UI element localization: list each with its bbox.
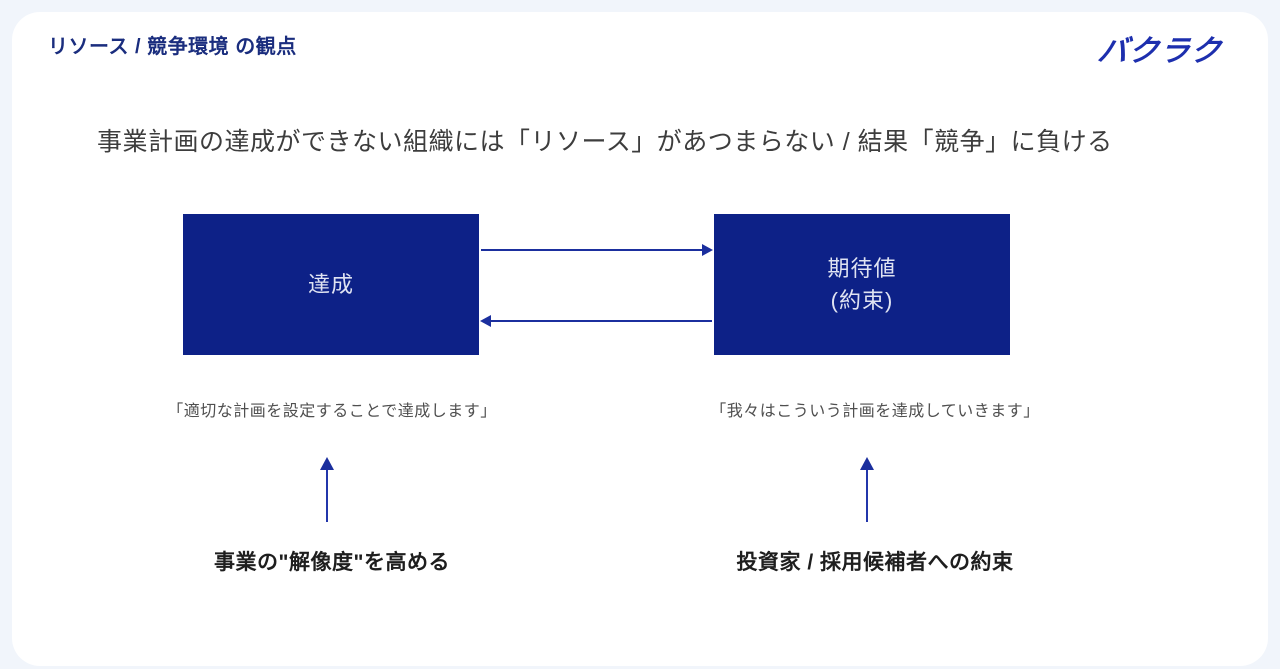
expectation-quote: 「我々はこういう計画を達成していきます」 xyxy=(710,403,1040,420)
slide-title: リソース / 競争環境 の観点 xyxy=(48,36,297,58)
achievement-box-label: 達成 xyxy=(307,271,354,297)
arrow-right-line xyxy=(481,249,704,251)
main-heading: 事業計画の達成ができない組織には「リソース」があつまらない / 結果「競争」に負… xyxy=(97,128,1113,156)
arrow-left-line xyxy=(490,320,712,322)
up-arrow-left-head-icon xyxy=(320,457,334,470)
bakuraku-logo: バクラク xyxy=(1095,35,1224,68)
achievement-box: 達成 xyxy=(183,214,479,355)
expectation-box: 期待値 (約束) xyxy=(714,214,1010,355)
arrow-right-head-icon xyxy=(702,244,713,256)
achievement-caption: 事業の"解像度"を高める xyxy=(214,551,450,574)
up-arrow-right-line xyxy=(866,469,868,522)
arrow-left-head-icon xyxy=(480,315,491,327)
expectation-caption: 投資家 / 採用候補者への約束 xyxy=(736,551,1014,574)
up-arrow-right-head-icon xyxy=(860,457,874,470)
achievement-quote: 「適切な計画を設定することで達成します」 xyxy=(167,403,497,420)
expectation-box-label-line1: 期待値 xyxy=(827,255,897,281)
expectation-box-label-line2: (約束) xyxy=(830,287,894,313)
up-arrow-left-line xyxy=(326,469,328,522)
